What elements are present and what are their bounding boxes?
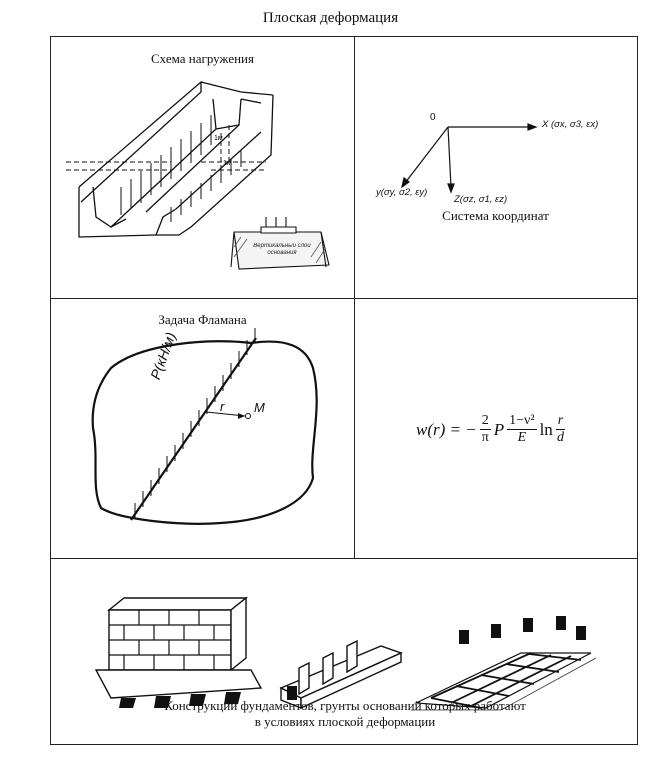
row-divider-1 [51,298,637,299]
flamant-drawing [91,328,318,525]
foundations-drawing [94,596,597,711]
loading-scheme-cell: Схема нагружения [51,37,354,298]
foundations-caption-line2: в условиях плоской деформации [254,714,436,729]
dim-label-2: 1м [223,160,232,167]
formula-p: P [493,419,505,439]
fraction-poisson: 1−ν² E [507,413,537,445]
formula-cell: w(r) = − 2 π P 1−ν² E ln r d [354,298,637,558]
foundations-caption-line1: Конструкции фундаментов, грунты основани… [164,698,526,713]
fraction-r-d: r d [555,413,566,445]
foundations-cell: Конструкции фундаментов, грунты основани… [51,558,637,744]
y-axis-label: y(σy, σ2, εy) [376,187,428,198]
z-axis-label: Z(σz, σ1, εz) [454,194,508,205]
trench-loading-drawing: 1м 1м Вертикальный слой основания [66,80,330,270]
loading-scheme-caption: Схема нагружения [151,51,254,66]
row-divider-2 [51,558,637,559]
flamant-caption: Задача Фламана [158,312,247,327]
formula-lhs: w(r) = − [416,419,477,439]
page-title: Плоская деформация [262,10,399,26]
fraction-2-pi: 2 π [479,413,491,445]
inset-label: Вертикальный слой основания [253,243,311,256]
flamant-cell: Задача Фламана [51,298,354,558]
column-divider [354,37,355,558]
content-table: Схема нагружения [50,36,638,745]
x-axis-label: X (σx, σ3, εx) [542,119,599,130]
coordinate-caption: Система координат [442,208,549,223]
deflection-formula: w(r) = − 2 π P 1−ν² E ln r d [416,413,566,446]
r-label: r [220,399,225,414]
dim-label-1: 1м [214,135,223,142]
formula-ln: ln [539,419,553,439]
origin-label: 0 [430,112,436,123]
axes-drawing [401,123,538,194]
m-label: M [254,400,265,415]
coordinate-system-cell: 0 X (σx, σ3, εx) y(σy, σ2, εy) Z(σz, σ1,… [354,37,637,298]
